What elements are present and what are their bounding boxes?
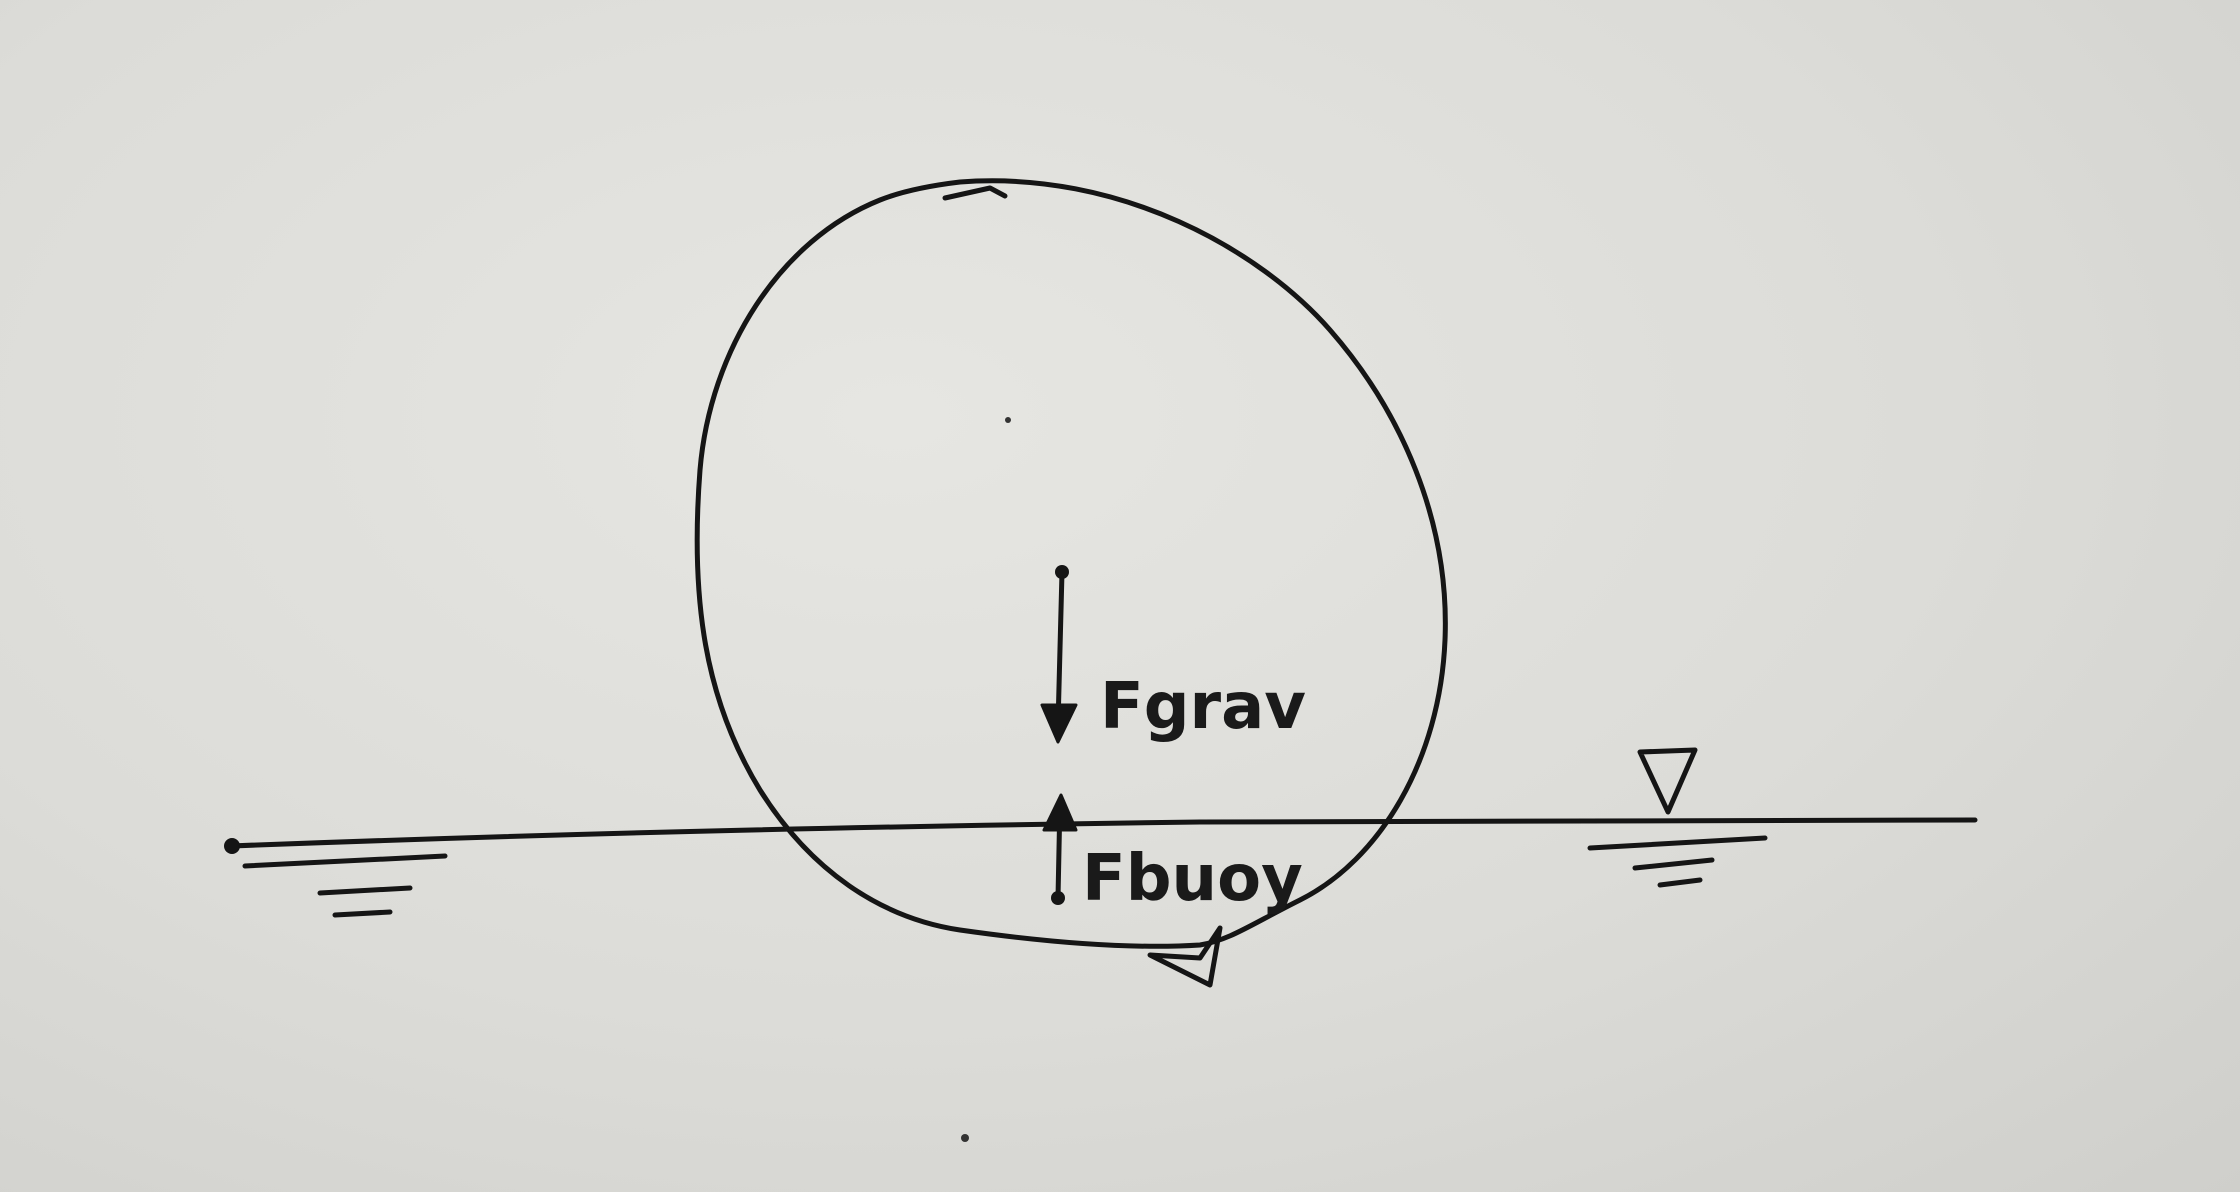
- buoyancy-arrow-origin: [1051, 891, 1065, 905]
- water-line-start-dot: [224, 838, 240, 854]
- buoyancy-arrow-head: [1042, 793, 1078, 832]
- water-surface-line: [227, 817, 1978, 849]
- water-hatch-left-2: [317, 885, 413, 896]
- water-level-triangle: [1637, 747, 1698, 815]
- paper-dot-1: [1005, 417, 1011, 423]
- water-hatch-right-1: [1587, 835, 1768, 851]
- gravity-force-label: Fgrav: [1100, 670, 1306, 744]
- paper-dot-2: [961, 1134, 969, 1142]
- rotation-arrow-mark: [1147, 925, 1223, 988]
- water-hatch-left-3: [332, 909, 393, 918]
- gravity-arrow-origin: [1055, 565, 1069, 579]
- water-hatch-left-1: [242, 853, 448, 869]
- floating-body-circle: [694, 178, 1448, 949]
- gravity-arrow-shaft: [1055, 569, 1065, 728]
- gravity-arrow-head: [1040, 703, 1078, 744]
- water-hatch-right-3: [1657, 877, 1703, 888]
- circle-top-mark: [942, 185, 1008, 201]
- buoyancy-force-label: Fbuoy: [1082, 842, 1303, 916]
- water-hatch-right-2: [1632, 857, 1715, 871]
